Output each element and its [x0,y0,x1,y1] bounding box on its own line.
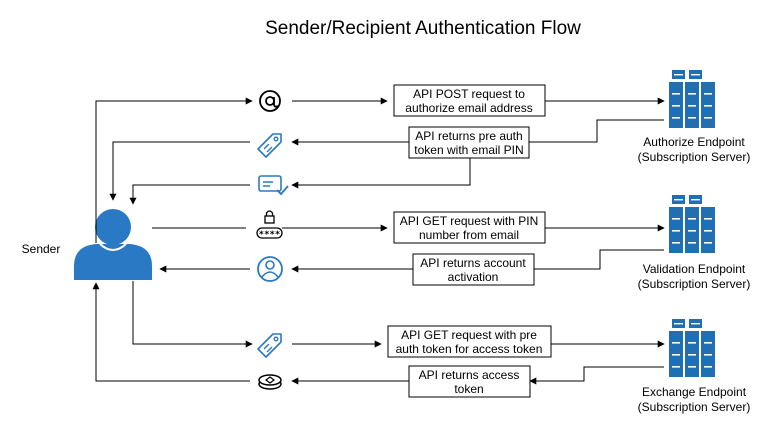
step-text-activation-2: activation [448,270,499,284]
pin-lock-icon: **** [256,210,283,240]
flow-line-preauth-to-sender [109,141,250,201]
step-text-post-2: authorize email address [405,101,532,115]
step-text-pin-2: number from email [419,228,519,242]
validation-endpoint-name: Validation Endpoint [643,262,746,276]
step-box-pin-request [393,211,546,244]
email-check-icon [258,175,289,196]
step-box-preauth-token [408,126,530,159]
pin-mask-text: **** [259,230,281,240]
step-text-access-1: API returns access [419,368,520,382]
step-box-access-request [387,325,552,358]
validation-server-icon [669,195,715,253]
access-token-coin-icon [258,374,282,390]
flow-line-token-request [132,281,253,348]
exchange-endpoint-name: Exchange Endpoint [642,385,747,399]
step-text-pin-1: API GET request with PIN [400,214,539,228]
step-text-access-req-2: auth token for access token [396,342,543,356]
step-text-access-req-1: API GET request with pre [401,328,537,342]
flow-line-post-request [95,97,253,243]
step-text-post-1: API POST request to [413,87,525,101]
token-tag-icon-2 [257,333,282,358]
at-sign-icon [259,90,281,112]
page-title: Sender/Recipient Authentication Flow [265,18,581,39]
step-box-post-request [393,84,546,117]
user-account-icon [257,256,283,282]
exchange-endpoint-sub: (Subscription Server) [638,400,751,414]
step-box-access-token [408,365,531,398]
flow-line-access-return [529,366,664,385]
validation-endpoint-sub: (Subscription Server) [638,277,751,291]
step-box-account-activation [412,253,535,286]
sender-person-icon [74,209,152,280]
flow-line-email-pin [291,158,471,189]
step-text-access-2: token [454,382,483,396]
step-text-preauth-1: API returns pre auth [415,129,522,143]
flow-line-activation-return [534,249,664,270]
exchange-server-icon [669,319,715,377]
step-text-activation-1: API returns account [420,256,526,270]
authorize-server-icon [669,70,715,128]
authorize-endpoint-sub: (Subscription Server) [638,150,751,164]
flow-line-email-to-sender [129,184,250,205]
flow-line-preauth-return [529,119,664,143]
token-tag-icon [257,133,282,158]
sender-label: Sender [22,242,61,256]
authorize-endpoint-name: Authorize Endpoint [643,135,745,149]
step-text-preauth-2: token with email PIN [414,143,523,157]
flow-line-access-to-sender [92,282,250,382]
